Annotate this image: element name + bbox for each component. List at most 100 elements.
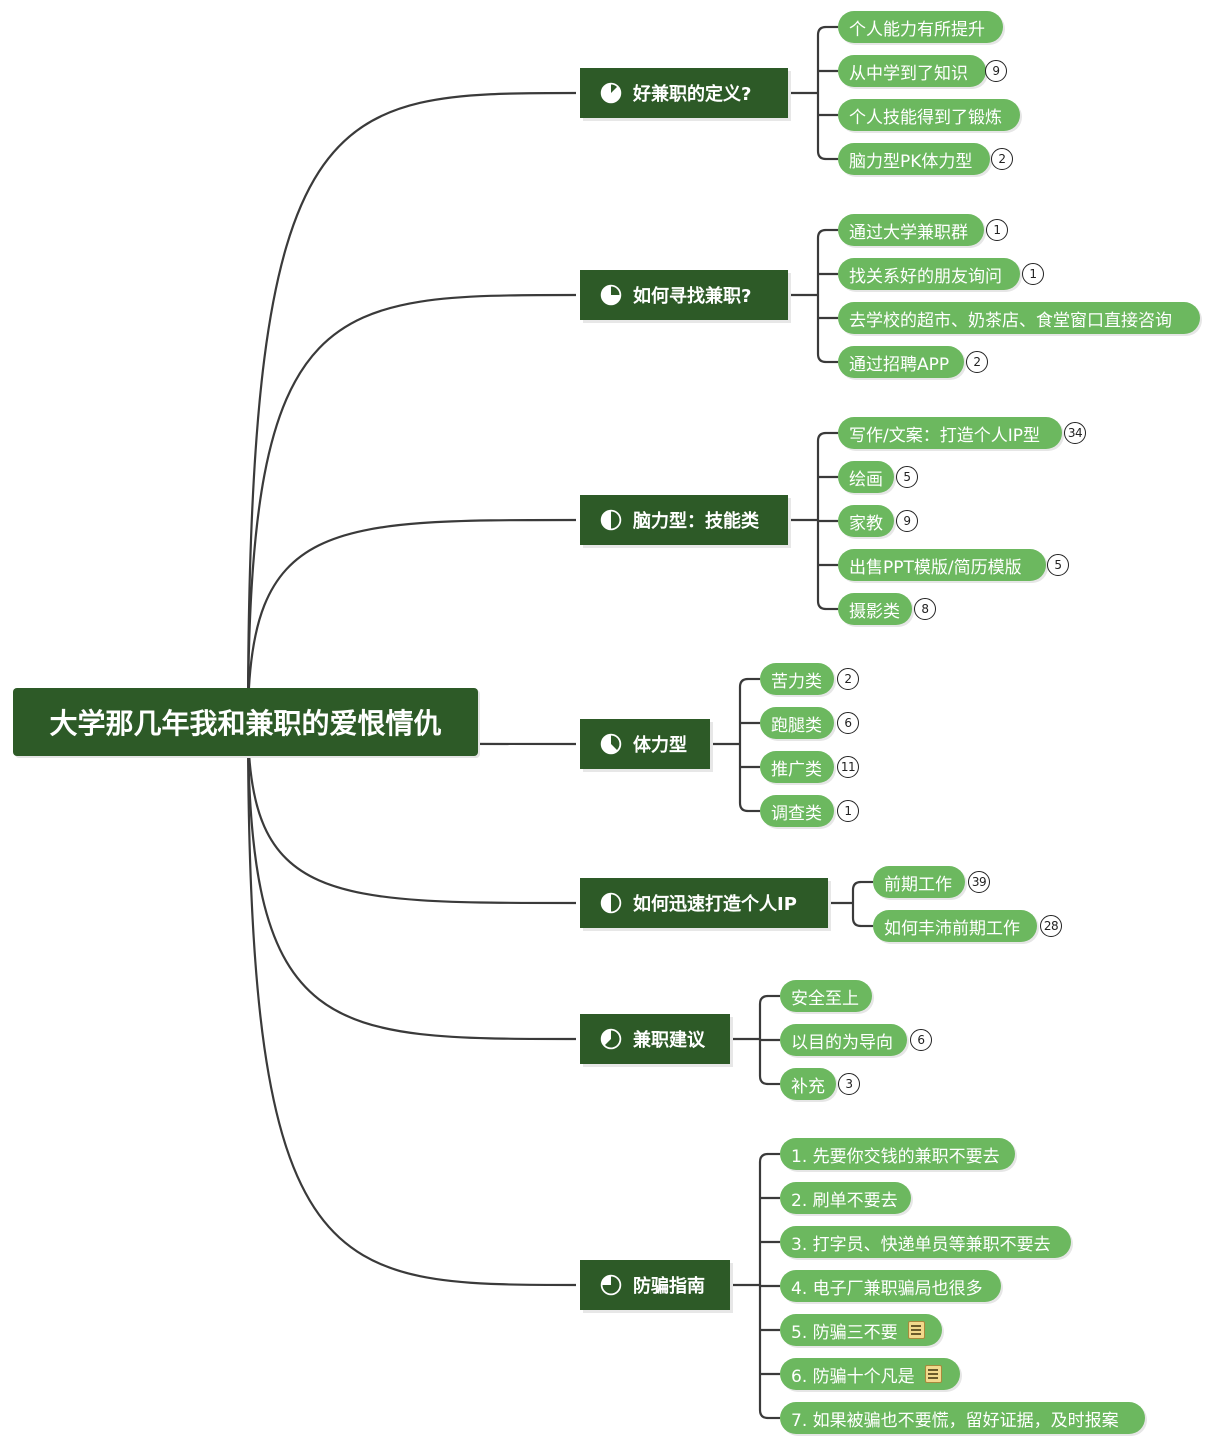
subtopic-item[interactable]: 4. 电子厂兼职骗局也很多 <box>780 1270 1001 1302</box>
subtopic-item[interactable]: 调查类 <box>760 795 834 827</box>
note-icon[interactable] <box>907 1321 925 1339</box>
subtopic-label: 6. 防骗十个凡是 <box>791 1366 915 1387</box>
subtopic-label: 5. 防骗三不要 <box>791 1322 898 1343</box>
progress-pie-icon <box>600 892 622 914</box>
branch-topic[interactable]: 好兼职的定义? <box>580 68 788 118</box>
branch-topic[interactable]: 兼职建议 <box>580 1014 730 1064</box>
subtopic-label: 绘画 <box>849 469 883 490</box>
count-badge[interactable]: 34 <box>1064 422 1086 444</box>
branch-topic[interactable]: 防骗指南 <box>580 1260 730 1310</box>
count-badge[interactable]: 39 <box>968 871 990 893</box>
subtopic-item[interactable]: 7. 如果被骗也不要慌，留好证据，及时报案 <box>780 1402 1145 1434</box>
branch-topic-label: 脑力型：技能类 <box>633 511 759 532</box>
count-badge[interactable]: 2 <box>966 351 988 373</box>
branch-topic-label: 体力型 <box>633 735 687 756</box>
count-badge[interactable]: 3 <box>838 1073 860 1095</box>
progress-pie-fill <box>611 286 620 295</box>
subtopic-label: 写作/文案：打造个人IP型 <box>849 425 1040 446</box>
subtopic-item[interactable]: 找关系好的朋友询问 <box>838 258 1020 290</box>
subtopic-item[interactable]: 摄影类 <box>838 593 912 625</box>
subtopic-label: 通过大学兼职群 <box>849 222 968 243</box>
subtopic-label: 如何丰沛前期工作 <box>884 918 1020 939</box>
count-badge[interactable]: 5 <box>1047 554 1069 576</box>
subtopic-item[interactable]: 安全至上 <box>780 980 872 1012</box>
subtopic-item[interactable]: 脑力型PK体力型 <box>838 143 990 175</box>
root-to-branch-connector <box>246 293 577 723</box>
subtopic-label: 家教 <box>849 513 883 534</box>
count-badge[interactable]: 5 <box>896 466 918 488</box>
subtopic-item[interactable]: 前期工作 <box>873 866 965 898</box>
branch-topic[interactable]: 如何寻找兼职? <box>580 270 788 320</box>
subtopic-item[interactable]: 写作/文案：打造个人IP型 <box>838 417 1062 449</box>
subtopic-label: 脑力型PK体力型 <box>849 151 973 172</box>
subtopic-item[interactable]: 家教 <box>838 505 894 537</box>
count-badge[interactable]: 6 <box>837 712 859 734</box>
subtopic-item[interactable]: 出售PPT模版/简历模版 <box>838 549 1046 581</box>
subtopic-label: 补充 <box>791 1076 825 1097</box>
subtopic-label: 前期工作 <box>884 874 952 895</box>
progress-pie-fill <box>611 511 620 529</box>
count-badge[interactable]: 9 <box>896 510 918 532</box>
progress-pie-icon <box>600 1274 622 1296</box>
root-to-branch-connector <box>246 518 577 723</box>
branch-topic[interactable]: 体力型 <box>580 719 710 769</box>
subtopic-item[interactable]: 5. 防骗三不要 <box>780 1314 942 1346</box>
subtopic-label: 摄影类 <box>849 601 900 622</box>
subtopic-label: 调查类 <box>771 803 822 824</box>
subtopic-label: 去学校的超市、奶茶店、食堂窗口直接咨询 <box>849 310 1172 331</box>
spine-connector <box>816 228 827 364</box>
subtopic-label: 苦力类 <box>771 671 822 692</box>
count-badge[interactable]: 8 <box>914 598 936 620</box>
count-badge[interactable]: 1 <box>1022 263 1044 285</box>
subtopic-label: 跑腿类 <box>771 715 822 736</box>
count-badge[interactable]: 9 <box>985 60 1007 82</box>
count-badge[interactable]: 1 <box>986 219 1008 241</box>
subtopic-item[interactable]: 3. 打字员、快递单员等兼职不要去 <box>780 1226 1071 1258</box>
subtopic-label: 找关系好的朋友询问 <box>849 266 1002 287</box>
subtopic-item[interactable]: 苦力类 <box>760 663 834 695</box>
count-badge[interactable]: 2 <box>991 148 1013 170</box>
subtopic-item[interactable]: 以目的为导向 <box>780 1024 907 1056</box>
subtopic-item[interactable]: 6. 防骗十个凡是 <box>780 1358 960 1390</box>
subtopic-item[interactable]: 通过大学兼职群 <box>838 214 984 246</box>
subtopic-item[interactable]: 跑腿类 <box>760 707 834 739</box>
subtopic-item[interactable]: 从中学到了知识 <box>838 55 986 87</box>
subtopic-label: 3. 打字员、快递单员等兼职不要去 <box>791 1234 1051 1255</box>
subtopic-item[interactable]: 推广类 <box>760 751 834 783</box>
subtopic-label: 4. 电子厂兼职骗局也很多 <box>791 1278 983 1299</box>
subtopic-item[interactable]: 绘画 <box>838 461 894 493</box>
branch-topic-label: 防骗指南 <box>633 1276 705 1297</box>
subtopic-label: 通过招聘APP <box>849 354 950 375</box>
count-badge[interactable]: 6 <box>910 1029 932 1051</box>
subtopic-item[interactable]: 1. 先要你交钱的兼职不要去 <box>780 1138 1015 1170</box>
spine-connector <box>816 25 827 161</box>
subtopic-item[interactable]: 2. 刷单不要去 <box>780 1182 911 1214</box>
progress-pie-icon <box>600 733 622 755</box>
subtopic-item[interactable]: 如何丰沛前期工作 <box>873 910 1037 942</box>
subtopic-label: 7. 如果被骗也不要慌，留好证据，及时报案 <box>791 1410 1119 1431</box>
subtopic-item[interactable]: 个人能力有所提升 <box>838 11 1003 43</box>
subtopic-label: 以目的为导向 <box>791 1032 893 1053</box>
count-badge[interactable]: 11 <box>837 756 859 778</box>
subtopic-item[interactable]: 去学校的超市、奶茶店、食堂窗口直接咨询 <box>838 302 1200 334</box>
root-topic[interactable]: 大学那几年我和兼职的爱恨情仇 <box>13 688 478 756</box>
count-badge[interactable]: 2 <box>837 668 859 690</box>
subtopic-label: 个人能力有所提升 <box>849 19 985 40</box>
spine-connector <box>738 677 749 813</box>
progress-pie-fill <box>611 735 620 751</box>
subtopic-label: 个人技能得到了锻炼 <box>849 107 1002 128</box>
subtopic-label: 推广类 <box>771 759 822 780</box>
subtopic-label: 2. 刷单不要去 <box>791 1190 898 1211</box>
count-badge[interactable]: 28 <box>1040 915 1062 937</box>
count-badge[interactable]: 1 <box>837 800 859 822</box>
branch-topic[interactable]: 脑力型：技能类 <box>580 495 788 545</box>
branch-topic-label: 好兼职的定义? <box>633 84 752 105</box>
branch-topic[interactable]: 如何迅速打造个人IP <box>580 878 828 928</box>
subtopic-item[interactable]: 个人技能得到了锻炼 <box>838 99 1020 131</box>
subtopic-item[interactable]: 补充 <box>780 1068 836 1100</box>
progress-pie-icon <box>600 284 622 306</box>
note-icon[interactable] <box>924 1365 942 1383</box>
subtopic-item[interactable]: 通过招聘APP <box>838 346 964 378</box>
subtopic-label: 出售PPT模版/简历模版 <box>849 557 1022 578</box>
